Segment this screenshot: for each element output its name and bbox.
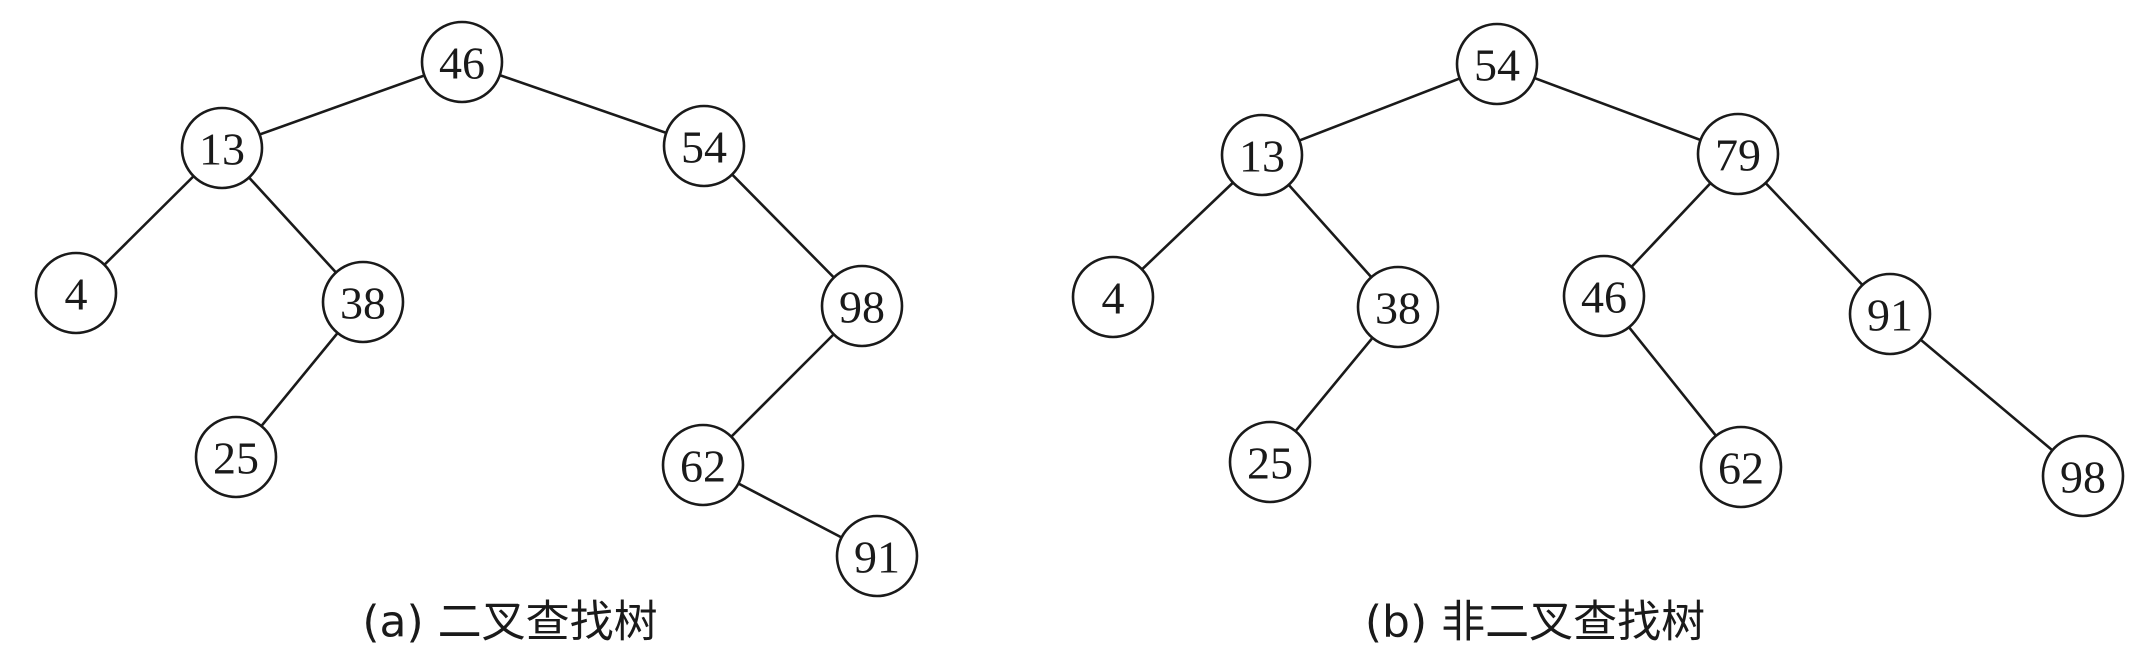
tree-node-circle xyxy=(820,264,904,348)
tree-node-label: 91 xyxy=(854,532,900,583)
tree-node-circle xyxy=(1220,113,1304,197)
tree-b-node-25: 25 xyxy=(1228,420,1312,504)
tree-node-circle xyxy=(34,251,118,335)
nodes-layer: 46 13 54 4 38 98 25 62 91 54 13 79 4 38 46 91 25 62 98 xyxy=(34,20,2125,598)
tree-node-label: 91 xyxy=(1867,290,1913,341)
tree-b-node-98: 98 xyxy=(2041,434,2125,518)
tree-a-node-91: 91 xyxy=(835,514,919,598)
tree-a-node-62: 62 xyxy=(661,423,745,507)
tree-node-label: 4 xyxy=(65,269,88,320)
tree-node-circle xyxy=(420,20,504,104)
tree-b-node-91: 91 xyxy=(1848,272,1932,356)
tree-b-edge-54-13 xyxy=(1261,62,1498,157)
tree-node-label: 38 xyxy=(340,278,386,329)
tree-b-node-79: 79 xyxy=(1696,112,1780,196)
tree-node-label: 54 xyxy=(1474,40,1520,91)
tree-node-label: 54 xyxy=(681,122,727,173)
tree-b-node-62: 62 xyxy=(1699,425,1783,509)
tree-node-circle xyxy=(1562,254,1646,338)
tree-node-circle xyxy=(1455,22,1539,106)
tree-a-edge-46-13 xyxy=(221,60,463,150)
tree-node-label: 25 xyxy=(1247,438,1293,489)
tree-node-circle xyxy=(1848,272,1932,356)
tree-node-label: 4 xyxy=(1102,273,1125,324)
tree-node-circle xyxy=(662,104,746,188)
tree-node-label: 62 xyxy=(1718,443,1764,494)
tree-b-node-4: 4 xyxy=(1071,255,1155,339)
tree-node-label: 79 xyxy=(1715,130,1761,181)
tree-node-circle xyxy=(180,106,264,190)
tree-node-circle xyxy=(321,260,405,344)
tree-node-label: 62 xyxy=(680,441,726,492)
tree-node-label: 46 xyxy=(1581,272,1627,323)
tree-node-circle xyxy=(1699,425,1783,509)
tree-node-circle xyxy=(2041,434,2125,518)
tree-a-node-25: 25 xyxy=(194,415,278,499)
tree-node-circle xyxy=(835,514,919,598)
tree-node-circle xyxy=(1071,255,1155,339)
tree-b-node-54: 54 xyxy=(1455,22,1539,106)
tree-node-circle xyxy=(661,423,745,507)
tree-node-label: 13 xyxy=(1239,131,1285,182)
tree-b-node-13: 13 xyxy=(1220,113,1304,197)
tree-node-circle xyxy=(1696,112,1780,196)
tree-node-label: 38 xyxy=(1375,283,1421,334)
tree-node-circle xyxy=(1356,265,1440,349)
tree-a-node-4: 4 xyxy=(34,251,118,335)
tree-node-circle xyxy=(1228,420,1312,504)
tree-b-edge-91-98 xyxy=(1889,313,2084,477)
tree-node-circle xyxy=(194,415,278,499)
tree-a-node-13: 13 xyxy=(180,106,264,190)
tree-node-label: 46 xyxy=(439,38,485,89)
tree-a-node-46: 46 xyxy=(420,20,504,104)
tree-node-label: 98 xyxy=(2060,452,2106,503)
tree-a-node-38: 38 xyxy=(321,260,405,344)
tree-a-node-54: 54 xyxy=(662,104,746,188)
tree-b-node-46: 46 xyxy=(1562,254,1646,338)
caption-tree-b: (b) 非二叉查找树 xyxy=(1365,597,1705,648)
tree-b-edge-54-79 xyxy=(1496,62,1739,156)
tree-node-label: 98 xyxy=(839,282,885,333)
tree-b-node-38: 38 xyxy=(1356,265,1440,349)
tree-a-edge-46-54 xyxy=(461,60,705,148)
caption-tree-a: (a) 二叉查找树 xyxy=(362,597,657,648)
tree-node-label: 13 xyxy=(199,124,245,175)
tree-node-label: 25 xyxy=(213,433,259,484)
tree-a-node-98: 98 xyxy=(820,264,904,348)
